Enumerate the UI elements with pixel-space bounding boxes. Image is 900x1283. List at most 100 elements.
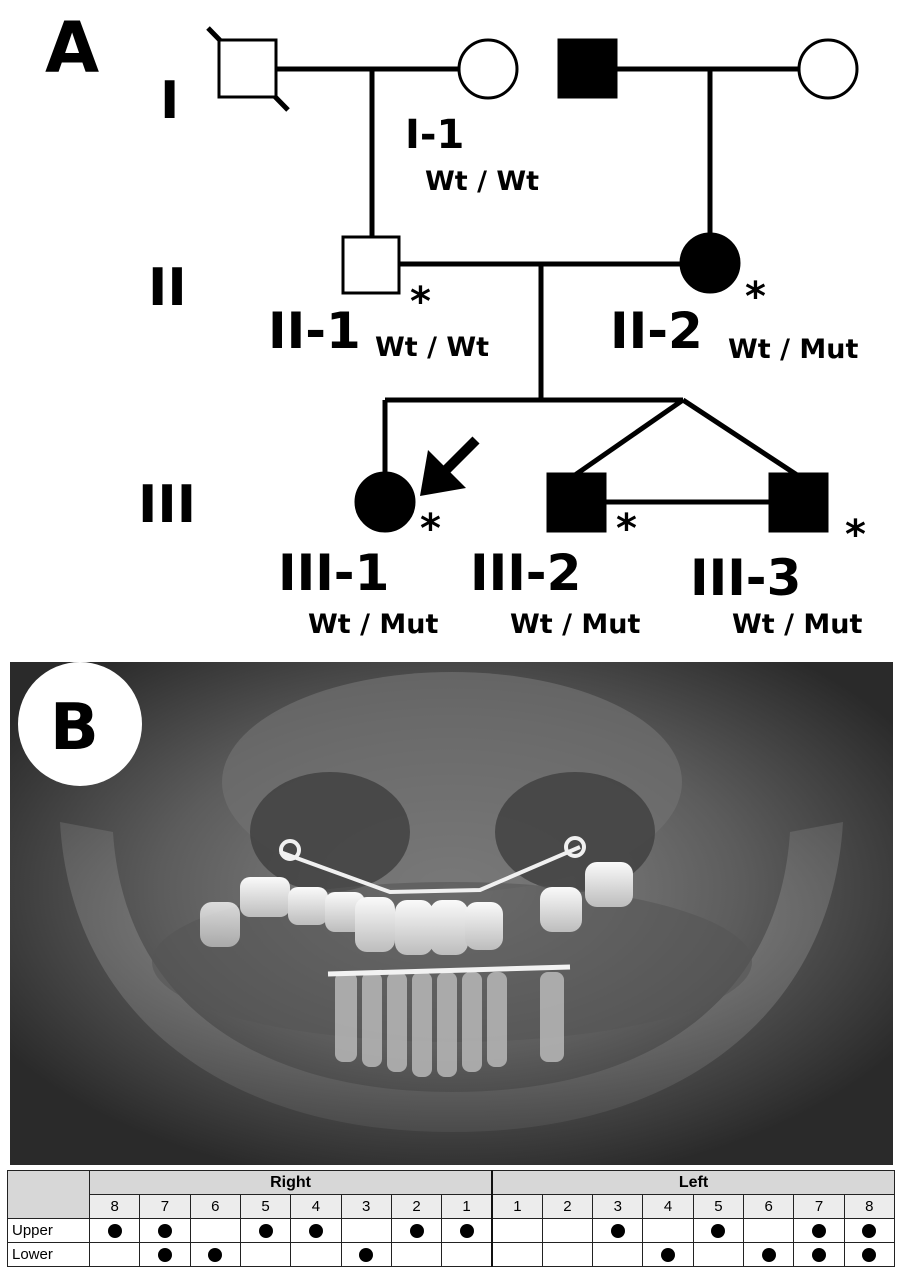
generation-label-1: I [160,71,179,131]
marker-iii1: * [420,506,441,552]
label-i1: I-1 [405,112,464,158]
tooth-number-right: 2 [391,1195,441,1219]
tooth-number-right: 6 [190,1195,240,1219]
tooth-cell-left [693,1219,743,1243]
missing-tooth-dot [661,1248,675,1262]
missing-tooth-dot [259,1224,273,1238]
tooth-cell-left [844,1219,894,1243]
genotype-ii1: Wt / Wt [375,332,489,363]
tooth-cell-right [190,1243,240,1267]
tooth-cell-left [744,1243,794,1267]
tooth-cell-right [341,1243,391,1267]
missing-tooth-dot [762,1248,776,1262]
tooth-cell-right [391,1219,441,1243]
side-header-right: Right [90,1171,493,1195]
tooth-cell-left [844,1243,894,1267]
proband-arrow [420,440,476,496]
marker-iii2: * [616,506,637,552]
twin-line-iii3 [683,400,797,475]
male-affected-symbol [559,40,616,97]
tooth-cell-right [140,1243,190,1267]
side-header-left: Left [492,1171,895,1195]
male-affected-symbol-iii2 [548,474,605,531]
tooth-cell-left [794,1243,844,1267]
tooth-cell-left [593,1243,643,1267]
missing-tooth-dot [812,1224,826,1238]
row-label: Lower [8,1243,90,1267]
table-corner [8,1171,90,1219]
tooth-cell-left [693,1243,743,1267]
genotype-ii2: Wt / Mut [728,334,858,365]
tooth-cell-right [90,1243,140,1267]
tooth-number-right: 7 [140,1195,190,1219]
tooth-number-left: 3 [593,1195,643,1219]
tooth-number-left: 5 [693,1195,743,1219]
female-unaffected-symbol [799,40,857,98]
missing-tooth-dot [208,1248,222,1262]
twin-line-iii2 [575,400,683,475]
tooth-cell-right [291,1219,341,1243]
tooth-number-left: 6 [744,1195,794,1219]
tooth-cell-left [492,1219,542,1243]
missing-tooth-dot [158,1248,172,1262]
tooth-number-left: 1 [492,1195,542,1219]
generation-label-2: II [148,258,187,318]
tooth-number-left: 7 [794,1195,844,1219]
genotype-iii2: Wt / Mut [510,609,640,640]
tooth-number-right: 1 [442,1195,492,1219]
tooth-cell-left [593,1219,643,1243]
genotype-iii3: Wt / Mut [732,609,862,640]
marker-iii3: * [845,512,866,558]
row-label: Upper [8,1219,90,1243]
male-unaffected-symbol-ii1 [343,237,399,293]
table-row: Upper [8,1219,895,1243]
female-affected-symbol-iii1 [356,473,414,531]
tooth-cell-left [643,1219,693,1243]
tooth-cell-right [391,1243,441,1267]
tooth-cell-left [794,1219,844,1243]
tooth-cell-right [341,1219,391,1243]
tooth-cell-left [542,1243,592,1267]
marker-ii2: * [745,274,766,320]
tooth-cell-right [140,1219,190,1243]
tooth-cell-right [190,1219,240,1243]
tooth-cell-right [442,1219,492,1243]
tooth-cell-right [240,1243,290,1267]
tooth-cell-right [240,1219,290,1243]
label-iii1: III-1 [278,544,389,602]
label-iii3: III-3 [690,549,801,607]
label-ii1: II-1 [268,302,361,360]
tooth-number-left: 2 [542,1195,592,1219]
tooth-cell-left [744,1219,794,1243]
male-deceased-symbol [219,40,276,97]
xray-image: B [10,662,893,1165]
genotype-i1: Wt / Wt [425,166,539,197]
generation-label-3: III [138,475,196,535]
tooth-cell-left [492,1243,542,1267]
missing-tooth-dot [460,1224,474,1238]
missing-tooth-dot [108,1224,122,1238]
table-row: Lower [8,1243,895,1267]
missing-tooth-dot [309,1224,323,1238]
label-iii2: III-2 [470,544,581,602]
missing-tooth-dot [410,1224,424,1238]
female-unaffected-symbol-i1 [459,40,517,98]
tooth-cell-left [542,1219,592,1243]
tooth-number-right: 5 [240,1195,290,1219]
panel-a-letter: A [45,7,99,89]
label-ii2: II-2 [610,302,703,360]
tooth-number-right: 4 [291,1195,341,1219]
missing-tooth-dot [359,1248,373,1262]
tooth-cell-left [643,1243,693,1267]
missing-tooth-dot [611,1224,625,1238]
missing-tooth-dot [862,1248,876,1262]
missing-tooth-dot [158,1224,172,1238]
tooth-number-left: 8 [844,1195,894,1219]
tooth-number-right: 3 [341,1195,391,1219]
genotype-iii1: Wt / Mut [308,609,438,640]
pedigree-diagram: A I II III I-1 Wt / Wt [0,0,900,655]
missing-tooth-dot [812,1248,826,1262]
